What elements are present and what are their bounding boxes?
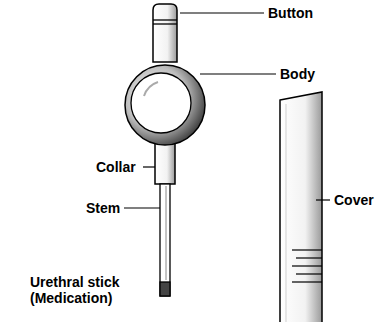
- leader-line: [143, 166, 155, 167]
- stem-shade: [166, 186, 167, 280]
- part-label: Button: [268, 5, 313, 21]
- body: [125, 65, 205, 145]
- part-label: Urethral stick (Medication): [30, 274, 155, 306]
- leader-line: [124, 207, 160, 208]
- cover-shade: [286, 104, 287, 322]
- cover-ring: [292, 281, 322, 282]
- button-ring: [153, 19, 177, 20]
- part-label: Stem: [86, 200, 120, 216]
- leader-line: [316, 199, 330, 200]
- cover-ring: [292, 249, 322, 250]
- part-label: Cover: [334, 192, 374, 208]
- button-ring: [153, 23, 177, 24]
- cover-rings: [292, 250, 322, 282]
- medication-tip: [160, 282, 170, 296]
- part-label: Body: [280, 66, 315, 82]
- cover-ring: [296, 257, 322, 258]
- leader-line: [200, 73, 276, 74]
- cover-ring: [292, 265, 322, 266]
- cover: [280, 92, 322, 322]
- cover-ring: [296, 273, 322, 274]
- stem: [160, 184, 170, 296]
- body-window: [131, 73, 191, 133]
- part-label: Collar: [96, 159, 136, 175]
- leader-line: [180, 12, 264, 13]
- highlight: [144, 82, 158, 96]
- button: [153, 4, 177, 62]
